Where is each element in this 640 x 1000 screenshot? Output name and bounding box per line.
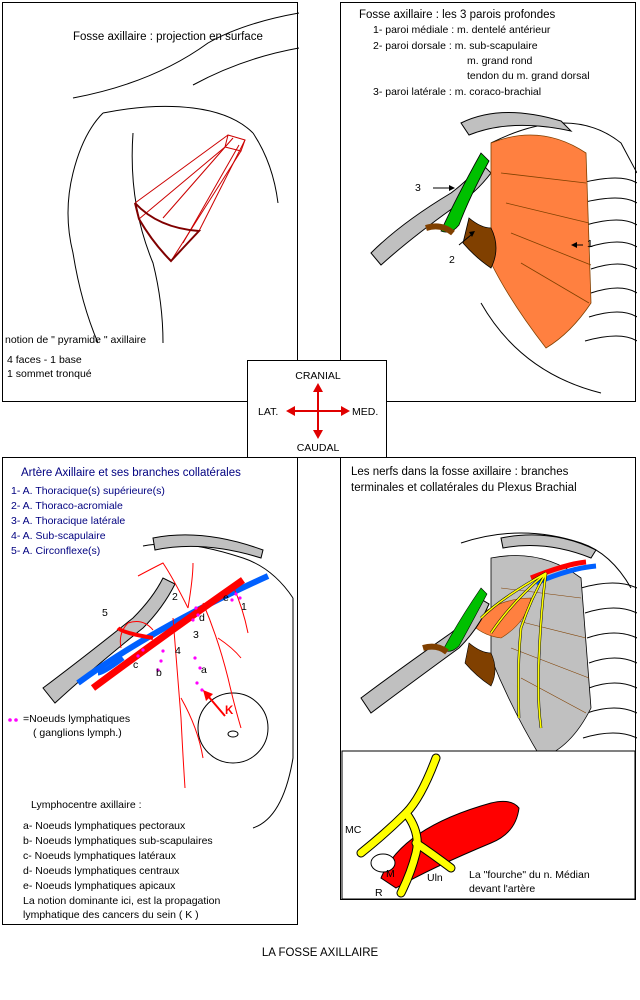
wall-dorsal-teres: m. grand rond [467, 55, 533, 67]
branch-3: 3- A. Thoracique latérale [11, 515, 126, 527]
apex-note: 1 sommet tronqué [7, 368, 92, 380]
branch-1: 1- A. Thoracique(s) supérieure(s) [11, 485, 165, 497]
walls-title: Fosse axillaire : les 3 parois profondes [359, 9, 556, 21]
lympho-a: a- Noeuds lymphatiques pectoraux [23, 820, 186, 832]
compass-medial: MED. [352, 406, 379, 418]
inset-caption-1: La "fourche" du n. Médian [469, 869, 590, 881]
inset-label-M: M [386, 868, 395, 880]
fig-label-1: 1 [241, 601, 247, 613]
compass-cranial: CRANIAL [295, 370, 341, 382]
marker-1: 1 [587, 238, 593, 250]
fig-label-c: c [133, 659, 139, 671]
figure-footer: LA FOSSE AXILLAIRE [261, 947, 379, 959]
lympho-c: c- Noeuds lymphatiques latéraux [23, 850, 176, 862]
fig-label-2: 2 [172, 591, 178, 603]
compass-caudal: CAUDAL [296, 442, 340, 454]
fig-label-K: K [225, 705, 234, 717]
branch-2: 2- A. Thoraco-acromiale [11, 500, 123, 512]
panel-surface-projection: Fosse axillaire : projection en surface … [2, 2, 299, 402]
lympho-note-1: La notion dominante ici, est la propagat… [23, 895, 221, 907]
fig-label-e: e [223, 592, 229, 604]
inset-caption-2: devant l'artère [469, 883, 536, 895]
compass-lateral: LAT. [258, 406, 279, 418]
inset-label-R: R [375, 887, 383, 899]
fig-label-d: d [199, 612, 205, 624]
branch-5: 5- A. Circonflexe(s) [11, 545, 101, 557]
wall-dorsal-latissimus: tendon du m. grand dorsal [467, 70, 590, 82]
panel-deep-walls: Fosse axillaire : les 3 parois profondes… [340, 2, 637, 402]
axillary-artery-drawing [8, 534, 294, 829]
lympho-e: e- Noeuds lymphatiques apicaux [23, 880, 176, 892]
lympho-d: d- Noeuds lymphatiques centraux [23, 865, 180, 877]
orientation-compass: CRANIAL CAUDAL LAT. MED. [247, 360, 387, 458]
panel-nerves: Les nerfs dans la fosse axillaire : bran… [340, 457, 637, 900]
compass-arrows [286, 383, 350, 439]
artery-title: Artère Axillaire et ses branches collaté… [21, 467, 241, 479]
lympho-note-2: lymphatique des cancers du sein ( K ) [23, 909, 199, 921]
fig-label-b: b [156, 667, 162, 679]
nerves-title-2: terminales et collatérales du Plexus Bra… [351, 482, 577, 494]
marker-3: 3 [415, 182, 421, 194]
lympho-b: b- Noeuds lymphatiques sub-scapulaires [23, 835, 213, 847]
marker-2: 2 [449, 254, 455, 266]
lymph-node-dots [8, 592, 242, 722]
inset-label-MC: MC [345, 824, 362, 836]
inset-label-Uln: Uln [427, 872, 443, 884]
fig-label-4: 4 [175, 645, 181, 657]
branch-4: 4- A. Sub-scapulaire [11, 530, 106, 542]
wall-lateral: 3- paroi latérale : m. coraco-brachial [373, 86, 542, 98]
wall-medial: 1- paroi médiale : m. dentelé antérieur [373, 24, 551, 36]
fig-label-a: a [201, 664, 207, 676]
nodes-legend: =Noeuds lymphatiques [23, 713, 131, 725]
deep-walls-drawing [370, 111, 637, 394]
nerves-drawing [341, 532, 637, 900]
surface-title: Fosse axillaire : projection en surface [73, 31, 263, 43]
wall-dorsal: 2- paroi dorsale : m. sub-scapulaire [373, 40, 538, 52]
fig-label-3: 3 [193, 629, 199, 641]
nodes-legend-2: ( ganglions lymph.) [33, 727, 122, 739]
fig-label-5: 5 [102, 607, 108, 619]
surface-projection-drawing [67, 12, 299, 344]
lympho-title: Lymphocentre axillaire : [31, 799, 142, 811]
pyramid-note: notion de " pyramide " axillaire [5, 334, 147, 346]
nerves-title-1: Les nerfs dans la fosse axillaire : bran… [351, 466, 569, 478]
faces-note: 4 faces - 1 base [7, 354, 82, 366]
panel-axillary-artery: Artère Axillaire et ses branches collaté… [2, 457, 298, 925]
